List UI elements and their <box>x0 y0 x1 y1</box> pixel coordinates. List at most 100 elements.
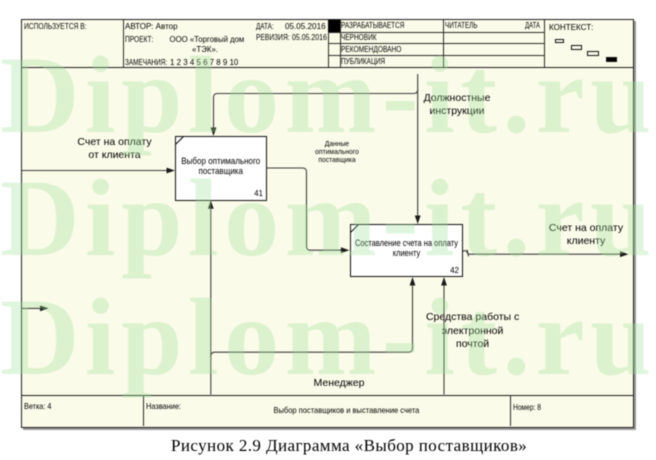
date-value: 05.05.2016 <box>284 21 326 32</box>
project-value-line1: ООО «Торговый дом <box>169 33 244 44</box>
activity-title-line2: поставщика <box>198 165 243 176</box>
arrowhead-control-box1 <box>210 127 217 136</box>
name-label-wrap: Название: <box>146 400 186 411</box>
label-control-line2: инструкции <box>429 104 485 117</box>
status-row-line-1 <box>327 31 544 33</box>
notes-numbers-wrap: 1 2 3 4 5 6 7 8 9 10 <box>170 56 243 67</box>
label-output-line2: клиенту <box>566 234 606 247</box>
project-value-line2: «ТЭК». <box>192 43 219 54</box>
status-rekomendovano-wrap: РЕКОМЕНДОВАНО <box>341 45 419 54</box>
arrowhead-output <box>620 251 629 258</box>
activity-title-line1: Выбор оптимального <box>181 155 261 166</box>
arrow-control-branch-line <box>212 89 419 130</box>
date-label-wrap: ДАТА: <box>256 22 280 31</box>
arrow-mech1-branch-line <box>210 284 414 357</box>
footer-top-line <box>22 394 633 397</box>
status-chernovik: ЧЕРНОВИК <box>340 32 377 43</box>
diagram-name-wrap: Выбор поставщиков и выставление счета <box>162 406 529 415</box>
activity-number: 41 <box>254 189 263 198</box>
revision-label: РЕВИЗИЯ: <box>255 32 290 43</box>
footer-divider-2 <box>510 394 512 427</box>
number-value: Номер: 8 <box>513 401 542 412</box>
branch-value: Ветка: 4 <box>24 400 52 411</box>
diagram-frame: ИСПОЛЬЗУЕТСЯ В: АВТОР: Автор ПРОЕКТ: ООО… <box>21 19 634 428</box>
status-chernovik-wrap: ЧЕРНОВИК <box>341 33 387 42</box>
status-razrabatyvaetsya-wrap: РАЗРАБАТЫВАЕТСЯ <box>341 21 425 30</box>
header-divider-1 <box>122 20 124 67</box>
label-mech2-line1: Средства работы с <box>425 311 520 323</box>
project-value-line2-wrap: «ТЭК». <box>166 43 246 54</box>
activity-title-line2: клиенту <box>392 247 420 258</box>
context-node-2 <box>571 44 582 51</box>
header-bottom-line <box>22 67 633 69</box>
status-rekomendovano: РЕКОМЕНДОВАНО <box>340 44 402 54</box>
date-label: ДАТА: <box>255 21 274 32</box>
label-mech2-line3: почтой <box>456 338 490 350</box>
dre-corner-mark <box>175 136 185 146</box>
date-value-wrap: 05.05.2016 <box>285 22 328 31</box>
arrow-output-squiggle <box>462 249 470 257</box>
notes-label-wrap: ЗАМЕЧАНИЯ: <box>125 57 181 67</box>
author-label: АВТОР: <box>124 21 153 32</box>
project-label-wrap: ПРОЕКТ: <box>125 33 161 44</box>
project-label: ПРОЕКТ: <box>125 33 154 44</box>
label-mech1: Менеджер <box>313 377 365 389</box>
arrowhead-mech2-box2 <box>441 277 447 286</box>
label-link-line2: оптимального <box>315 147 359 156</box>
label-control-line1: Должностные <box>423 91 491 104</box>
label-input-line1: Счет на оплату <box>77 135 152 148</box>
activity-title-line1: Составление счета на оплату <box>354 237 458 248</box>
revision-value-wrap: 05.05.2016 <box>292 33 335 42</box>
used-in-label: ИСПОЛЬЗУЕТСЯ В: <box>24 21 87 32</box>
number-cell: Номер: 8 <box>513 401 549 412</box>
context-label: КОНТЕКСТ: <box>549 21 594 32</box>
notes-numbers: 1 2 3 4 5 6 7 8 9 10 <box>170 56 239 67</box>
arrowhead-input <box>166 167 175 174</box>
author-row: АВТОР: Автор <box>125 22 181 31</box>
used-in-cell: ИСПОЛЬЗУЕТСЯ В: <box>24 22 104 31</box>
header-divider-5 <box>543 20 545 67</box>
author-line: АВТОР: Автор <box>125 22 178 31</box>
label-input-line2: от клиента <box>88 148 141 161</box>
context-node-3 <box>587 51 600 56</box>
label-mech2-line2: электронной <box>441 324 504 337</box>
label-link-line1: Данные <box>324 139 350 148</box>
dre-corner-mark <box>349 224 359 234</box>
label-output-line1: Счет на оплату <box>548 221 624 234</box>
status-row-line-3 <box>327 55 544 57</box>
context-label-wrap: КОНТЕКСТ: <box>549 21 596 32</box>
status-publikatsiya: ПУБЛИКАЦИЯ <box>340 55 385 66</box>
arrowhead-mech1-box2 <box>409 277 416 286</box>
arrowhead-mech1-box1 <box>207 200 214 209</box>
diagram-name-value: Выбор поставщиков и выставление счета <box>273 405 419 415</box>
arrowhead-stub <box>40 305 49 312</box>
revision-label-wrap: РЕВИЗИЯ: <box>256 33 299 42</box>
reader-label-wrap: ЧИТАТЕЛЬ <box>445 21 489 30</box>
activity-number: 42 <box>450 265 459 275</box>
status-razrabatyvaetsya: РАЗРАБАТЫВАЕТСЯ <box>340 20 405 31</box>
arrowhead-control-box2 <box>414 215 421 224</box>
footer-divider-1 <box>142 394 144 427</box>
reader-date-label: ДАТА <box>525 20 541 31</box>
revision-value: 05.05.2016 <box>291 32 327 43</box>
label-link-line3: поставщика <box>318 155 356 164</box>
reader-date-label-wrap: ДАТА <box>525 21 546 30</box>
figure-caption: Рисунок 2.9 Диаграмма «Выбор поставщиков… <box>171 436 528 455</box>
name-label: Название: <box>146 400 181 411</box>
reader-label: ЧИТАТЕЛЬ <box>445 20 478 31</box>
context-node-1 <box>554 38 564 44</box>
context-node-4-current <box>605 57 618 62</box>
arrow-link-line <box>267 167 343 251</box>
author-value: Автор <box>155 21 178 32</box>
arrowhead-link <box>340 247 350 254</box>
